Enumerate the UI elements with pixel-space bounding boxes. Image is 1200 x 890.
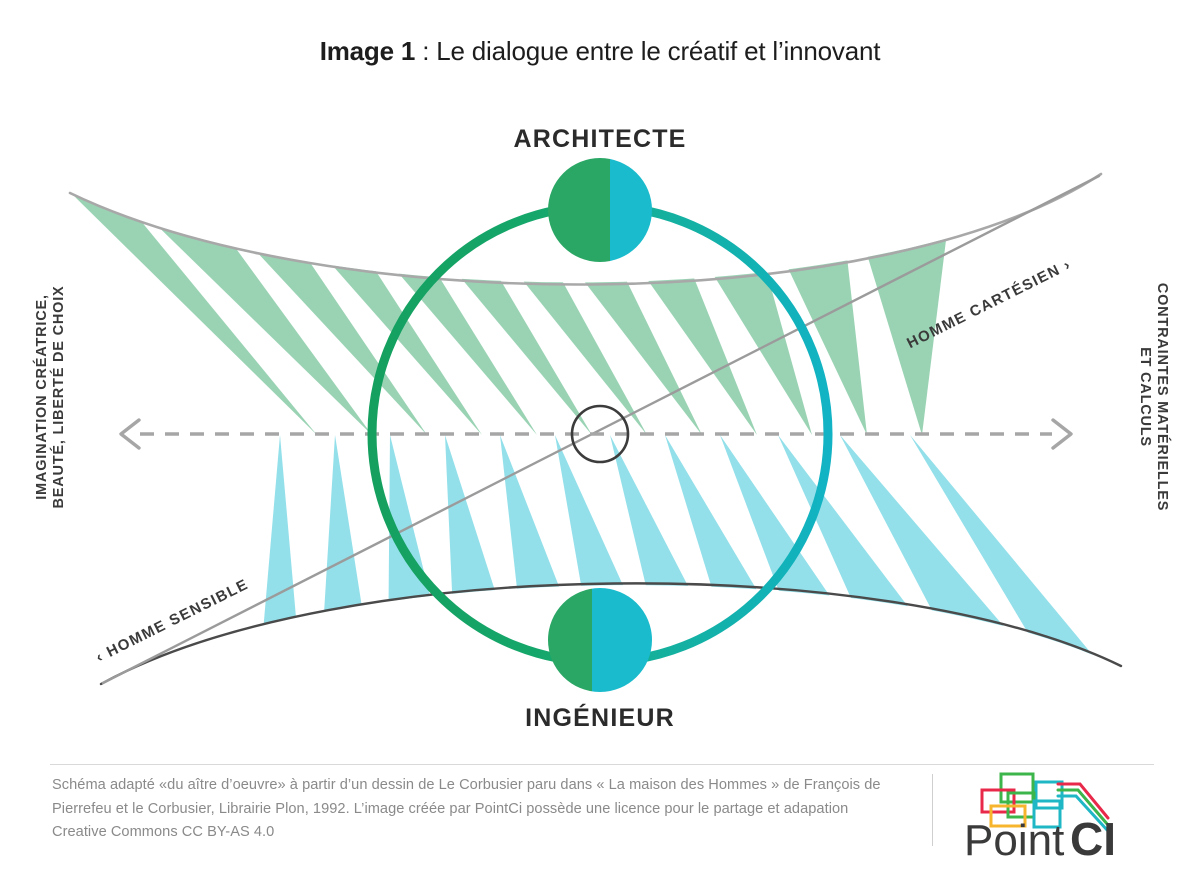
- node-architecte: [548, 158, 652, 262]
- diagonal-axis-line: [101, 174, 1101, 685]
- upper-curve: [68, 172, 1103, 286]
- axis-arrow-left-icon: [119, 418, 141, 450]
- logo-wordmark-ci: CI: [1070, 813, 1116, 862]
- logo-line-red: [1056, 782, 1110, 820]
- logo-square-green: [999, 772, 1035, 804]
- logo-line-green: [1056, 788, 1110, 827]
- axis-label-left: IMAGINATION CRÉATRICE, BEAUTÉ, LIBERTÉ D…: [34, 285, 67, 509]
- node-label-architecte: ARCHITECTE: [513, 125, 687, 153]
- footer-vertical-divider: [932, 774, 933, 846]
- logo-line-teal: [1056, 794, 1110, 833]
- node-label-ingenieur: INGÉNIEUR: [525, 704, 675, 732]
- footer-divider-top: [50, 764, 1154, 765]
- axis-arrow-right-icon: [1051, 418, 1073, 450]
- footer-caption: Schéma adapté «du aître d’oeuvre» à part…: [52, 777, 881, 840]
- center-intersection-marker: [570, 404, 630, 464]
- pointci-logo-svg: Point CI: [964, 772, 1116, 865]
- diagram-stage: ARCHITECTE INGÉNIEUR IMAGINATION CRÉATRI…: [0, 100, 1200, 760]
- logo-square-teal-2: [1032, 799, 1062, 829]
- page-title: Image 1 : Le dialogue entre le créatif e…: [0, 36, 1200, 67]
- page-title-strong: Image 1: [319, 36, 416, 66]
- logo-square-yellow: [989, 804, 1027, 828]
- logo-wordmark-point: Point: [964, 816, 1064, 862]
- axis-label-right: CONTRAINTES MATÉRIELLES ET CALCULS: [1137, 282, 1170, 512]
- page-title-rest: : Le dialogue entre le créatif et l’inno…: [415, 36, 881, 66]
- diagram-svg: [68, 158, 1123, 692]
- lower-curve: [99, 582, 1123, 686]
- logo-square-red: [980, 788, 1016, 814]
- green-wedge-group: [72, 194, 948, 435]
- node-ingenieur: [548, 588, 652, 692]
- footer: Schéma adapté «du aître d’oeuvre» à part…: [0, 762, 1200, 890]
- cyan-wedge-group: [258, 435, 1120, 685]
- pointci-logo: Point CI: [962, 770, 1152, 865]
